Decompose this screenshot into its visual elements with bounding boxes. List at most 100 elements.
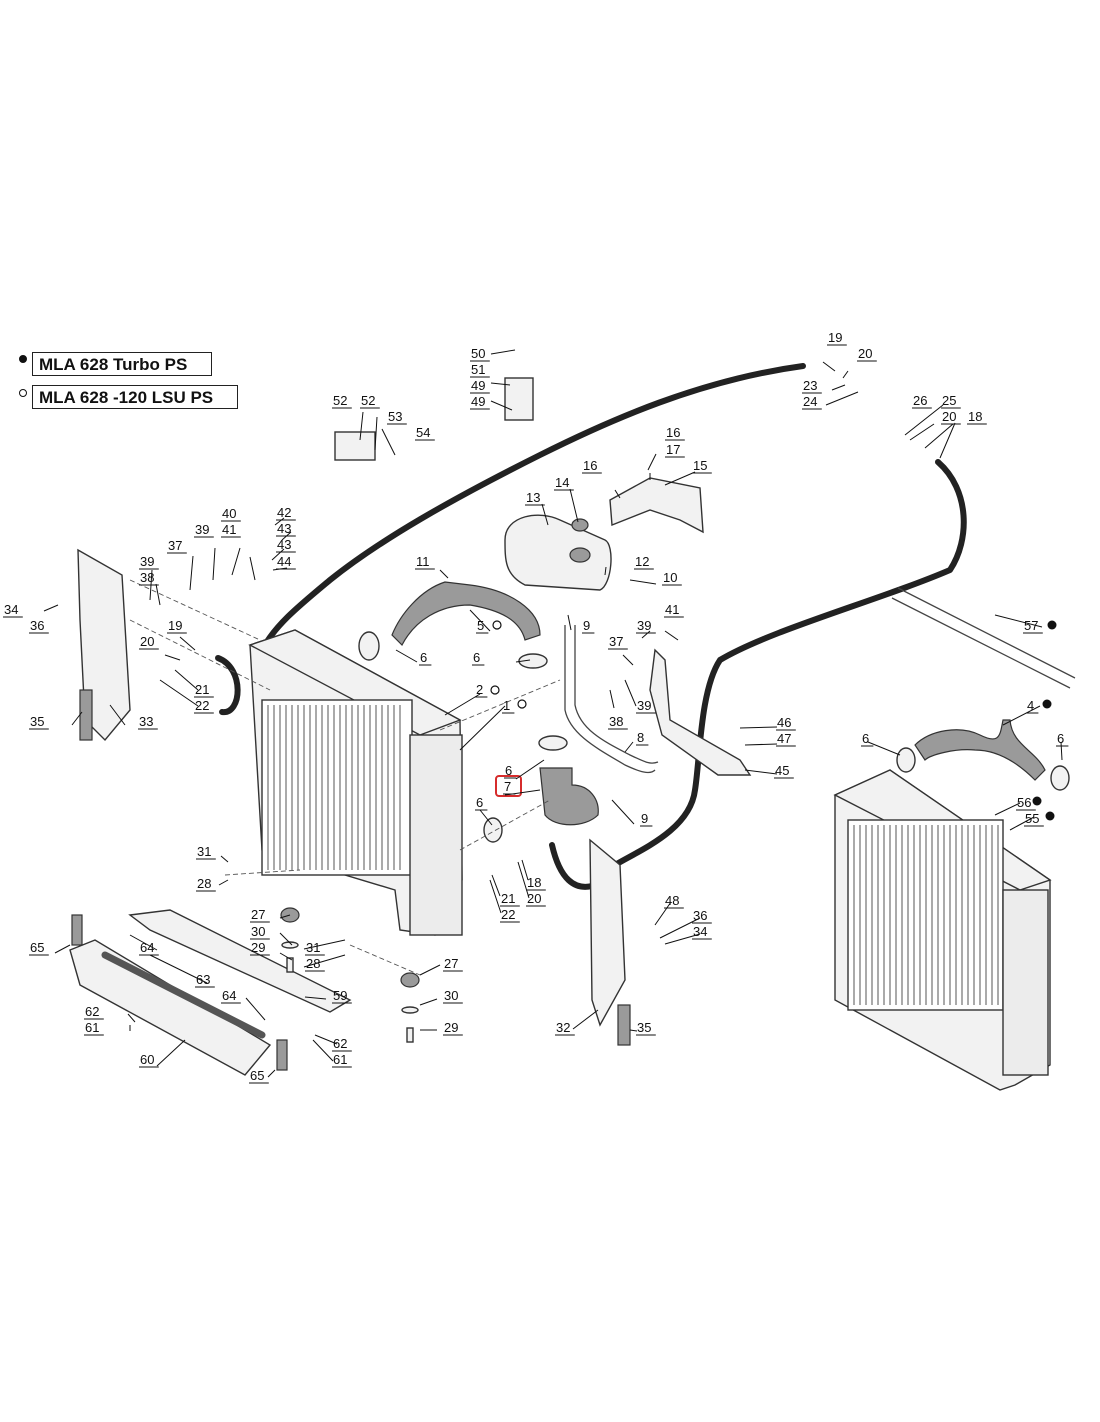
clamp-52 (334, 431, 376, 461)
part-number-label: 34 (4, 602, 18, 617)
part-number-label: 20 (140, 634, 154, 649)
part-number-label: 23 (803, 378, 817, 393)
filled-dot-icon (19, 355, 27, 363)
part-number-label: 54 (416, 425, 430, 440)
part-number-label: 22 (195, 698, 209, 713)
part-number-label: 18 (527, 875, 541, 890)
part-number-label: 63 (196, 972, 210, 987)
part-number-label: 29 (251, 940, 265, 955)
filled-dot-icon (1032, 796, 1042, 806)
part-number-label: 44 (277, 554, 291, 569)
part-number-label: 41 (222, 522, 236, 537)
part-number-label: 45 (775, 763, 789, 778)
part-number-label: 30 (251, 924, 265, 939)
plate-59 (128, 909, 352, 1013)
part-number-label: 51 (471, 362, 485, 377)
part-number-label: 26 (913, 393, 927, 408)
part-number-label: 48 (665, 893, 679, 908)
part-number-label: 10 (663, 570, 677, 585)
hose-clamp (538, 735, 568, 751)
part-number-label: 19 (828, 330, 842, 345)
radiator-right (833, 769, 1052, 1091)
long-hose-top (259, 363, 806, 653)
part-number-label: 28 (197, 876, 211, 891)
part-number-label: 49 (471, 394, 485, 409)
part-number-label: 12 (635, 554, 649, 569)
part-number-label: 31 (197, 844, 211, 859)
part-number-label: 35 (637, 1020, 651, 1035)
hose-clamp (358, 631, 380, 661)
part-number-label: 62 (333, 1036, 347, 1051)
rubber-mount-center (400, 972, 420, 1043)
part-number-label: 27 (444, 956, 458, 971)
rod-63 (101, 951, 266, 1039)
part-number-label: 16 (666, 425, 680, 440)
part-number-label: 15 (693, 458, 707, 473)
part-number-label: 38 (140, 570, 154, 585)
hose-clamp (896, 747, 916, 773)
bracket-15 (609, 477, 704, 534)
part-number-label: 20 (858, 346, 872, 361)
intercooler-hose (914, 719, 1046, 781)
expansion-tank (504, 514, 612, 591)
hose-clamp (1050, 765, 1070, 791)
part-number-label: 57 (1024, 618, 1038, 633)
filled-dot-icon (1047, 620, 1057, 630)
pad-65-left (71, 914, 83, 946)
hose-clamp (518, 653, 548, 669)
bracket-32 (589, 838, 626, 1027)
part-number-label: 17 (666, 442, 680, 457)
hollow-dot-icon (492, 620, 502, 630)
part-number-label: 41 (665, 602, 679, 617)
part-number-label: 16 (583, 458, 597, 473)
part-number-label: 43 (277, 521, 291, 536)
part-number-label: 21 (501, 891, 515, 906)
part-number-label: 19 (168, 618, 182, 633)
part-number-label: 61 (85, 1020, 99, 1035)
part-number-label: 39 (140, 554, 154, 569)
part-number-label: 39 (637, 698, 651, 713)
part-number-label: 32 (556, 1020, 570, 1035)
part-number-label: 50 (471, 346, 485, 361)
upper-hose (391, 581, 541, 647)
part-number-label: 25 (942, 393, 956, 408)
part-number-label: 6 (1057, 731, 1064, 746)
part-number-label: 21 (195, 682, 209, 697)
part-labels: 50 51 49 49 19 20 23 24 26 25 20 18 52 5… (4, 330, 1064, 1083)
part-number-label: 22 (501, 907, 515, 922)
part-number-label: 33 (139, 714, 153, 729)
part-number-label: 28 (306, 956, 320, 971)
part-number-label: 62 (85, 1004, 99, 1019)
part-number-label: 37 (168, 538, 182, 553)
legend-label-turbo: MLA 628 Turbo PS (32, 352, 212, 376)
part-number-label: 60 (140, 1052, 154, 1067)
rubber-mount-left (280, 907, 300, 973)
part-number-label: 1 (503, 698, 510, 713)
part-number-label: 56 (1017, 795, 1031, 810)
pad-65-right (276, 1039, 288, 1071)
part-number-label: 4 (1027, 698, 1034, 713)
part-number-label: 65 (250, 1068, 264, 1083)
part-number-label: 27 (251, 907, 265, 922)
part-number-label: 47 (777, 731, 791, 746)
radiator-left (248, 629, 463, 936)
pad-35-right (617, 1004, 631, 1046)
part-number-label: 40 (222, 506, 236, 521)
plate-60 (69, 939, 272, 1076)
part-number-label: 39 (637, 618, 651, 633)
part-number-label: 6 (505, 763, 512, 778)
radiator-fins (853, 825, 999, 1005)
part-number-label: 38 (609, 714, 623, 729)
part-number-label: 65 (30, 940, 44, 955)
part-number-label: 37 (609, 634, 623, 649)
guide-lines (129, 579, 561, 976)
part-number-label: 20 (527, 891, 541, 906)
part-number-label: 6 (862, 731, 869, 746)
part-number-label: 2 (476, 682, 483, 697)
part-number-label: 52 (361, 393, 375, 408)
part-number-label: 36 (693, 908, 707, 923)
part-number-label: 14 (555, 475, 569, 490)
part-number-label: 34 (693, 924, 707, 939)
short-hose-lower (549, 842, 595, 890)
radiator-fins (267, 705, 401, 870)
